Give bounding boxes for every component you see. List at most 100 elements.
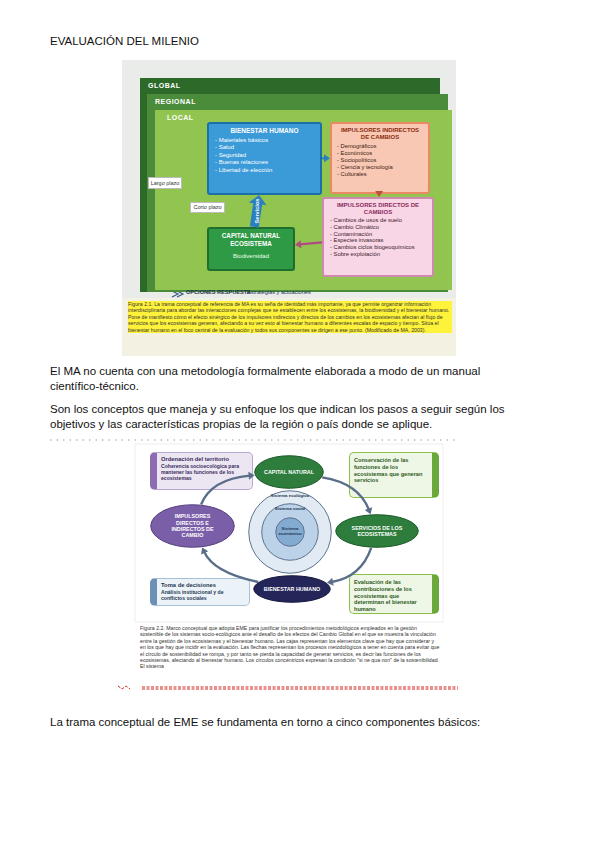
node-heading: IMPULSORES DIRECTOS DE CAMBIOS bbox=[330, 202, 426, 216]
system-circle: Sistema económico bbox=[275, 517, 305, 547]
process-box: Ordenación del territorioCoherencia soci… bbox=[150, 452, 253, 490]
figure-caption: Figura 2.2. Marco conceptual que adopta … bbox=[140, 625, 440, 670]
node-text: - Buenas relaciones bbox=[215, 159, 314, 166]
scale-band: GLOBAL REGIONAL LOCAL BIENESTAR HUMANO - Mat… bbox=[140, 78, 440, 292]
node-text: - Sociopolíticos bbox=[337, 157, 423, 164]
shape-fill bbox=[254, 576, 331, 603]
arrow-head bbox=[201, 547, 208, 554]
system-circle: Sistema ecológicoSistema socialSistema e… bbox=[248, 490, 332, 574]
shape-fill bbox=[151, 505, 235, 548]
figure-frame bbox=[135, 444, 443, 622]
concept-ellipse: SERVICIOS DE LOS ECOSISTEMAS bbox=[335, 514, 419, 548]
arrow-head bbox=[248, 472, 254, 480]
node-text: - Demográficos bbox=[337, 143, 423, 150]
connector-arrow bbox=[375, 191, 383, 197]
connector-arrow bbox=[249, 195, 267, 227]
concept-ellipse: BIENESTAR HUMANO bbox=[253, 575, 331, 603]
garbled-overlay bbox=[118, 686, 458, 689]
node-heading: Sistema económico bbox=[277, 526, 303, 536]
shape-fill bbox=[336, 515, 419, 548]
node-text: - Especies invasoras bbox=[330, 237, 426, 244]
node-heading: Largo plazo bbox=[149, 178, 181, 188]
node-text: - Contaminación bbox=[330, 231, 426, 238]
node-heading: REGIONAL bbox=[155, 97, 440, 106]
concept-box: BIENESTAR HUMANO - Materiales básicos- Sa… bbox=[207, 122, 322, 195]
node-heading: CAPITAL NATURAL bbox=[264, 469, 314, 475]
shape-fill bbox=[249, 491, 332, 574]
node-text: - Salud bbox=[215, 144, 314, 151]
node-heading: GLOBAL bbox=[148, 81, 432, 90]
scale-band: REGIONAL LOCAL BIENESTAR HUMANO - Materiale… bbox=[147, 94, 448, 292]
concept-box: IMPULSORES DIRECTOS DE CAMBIOS - Cambios … bbox=[322, 197, 434, 277]
node-heading: BIENESTAR HUMANO bbox=[215, 127, 314, 134]
node-text: - Cambio Climático bbox=[330, 224, 426, 231]
connector-line bbox=[254, 202, 258, 227]
body-paragraph: La trama conceptual de EME se fundamenta… bbox=[50, 715, 530, 730]
connector-line bbox=[201, 476, 250, 505]
arrow-head bbox=[249, 195, 267, 205]
node-text: Coherencia socioecológica para mantener … bbox=[161, 463, 248, 482]
concept-box: CAPITAL NATURAL ECOSISTEMA Biodiversidad bbox=[207, 227, 295, 271]
node-text: - Cambios ciclos biogeoquímicos bbox=[330, 244, 426, 251]
time-box: Corto plazo bbox=[190, 202, 225, 213]
node-heading: SERVICIOS DE LOS ECOSISTEMAS bbox=[347, 525, 407, 538]
node-text: Análisis institucional y de conflictos s… bbox=[161, 589, 245, 601]
connector-arrow bbox=[295, 240, 322, 248]
body-paragraph: El MA no cuenta con una metodología form… bbox=[50, 364, 512, 394]
connector-arrow bbox=[201, 472, 255, 505]
node-heading: BIENESTAR HUMANO bbox=[264, 586, 321, 592]
shape-fill bbox=[255, 456, 324, 489]
time-box: Largo plazo bbox=[148, 177, 182, 189]
shape-fill bbox=[262, 504, 319, 561]
arrow-head bbox=[375, 191, 383, 197]
process-box: Evaluación de las contribuciones de los … bbox=[349, 574, 439, 614]
dotted-rule bbox=[50, 440, 455, 441]
page-title: EVALUACIÓN DEL MILENIO bbox=[50, 35, 199, 47]
node-heading: IMPULSORES INDIRECTOS DE CAMBIOS bbox=[337, 127, 423, 141]
connector-arrow bbox=[322, 154, 330, 162]
node-heading: Conservación de las funciones de los eco… bbox=[354, 457, 428, 484]
node-heading: LOCAL bbox=[167, 113, 440, 122]
concept-ellipse: IMPULSORES DIRECTOS E INDIRECTOS DE CAMB… bbox=[150, 504, 235, 548]
connector-arrow bbox=[327, 548, 371, 586]
figure-caption: Figura 2.1. La trama conceptual de refer… bbox=[128, 301, 452, 333]
connector-line bbox=[332, 548, 371, 582]
arrow-head bbox=[324, 154, 330, 162]
node-text: - Libertad de elección bbox=[215, 167, 314, 174]
connector-arrow bbox=[322, 477, 372, 514]
node-text: - Culturales bbox=[337, 171, 423, 178]
arrow-head bbox=[365, 507, 372, 514]
node-text: - Sobre explotación bbox=[330, 251, 426, 258]
arrow-head bbox=[295, 240, 301, 248]
figure-background bbox=[122, 60, 456, 300]
system-circle: Sistema socialSistema económico bbox=[261, 503, 319, 561]
node-heading: Corto plazo bbox=[191, 203, 224, 212]
process-box: Toma de decisionesAnálisis institucional… bbox=[150, 578, 250, 606]
node-heading: IMPULSORES DIRECTOS E INDIRECTOS DE CAMB… bbox=[162, 513, 223, 539]
process-box: Conservación de las funciones de los eco… bbox=[349, 452, 439, 498]
shape-fill bbox=[276, 518, 305, 547]
node-text: - Seguridad bbox=[215, 152, 314, 159]
scale-band: LOCAL BIENESTAR HUMANO - Materiales básico… bbox=[155, 110, 452, 290]
node-heading: Ordenación del territorio bbox=[161, 456, 248, 463]
connector-line bbox=[204, 552, 258, 582]
concept-box: IMPULSORES INDIRECTOS DE CAMBIOS - Demogr… bbox=[330, 122, 430, 194]
node-heading: Evaluación de las contribuciones de los … bbox=[354, 579, 428, 613]
arrow-head bbox=[327, 578, 334, 586]
connector-line bbox=[322, 477, 369, 509]
connector-line bbox=[300, 242, 322, 244]
node-heading: CAPITAL NATURAL ECOSISTEMA bbox=[213, 232, 289, 247]
node-text: - Materiales básicos bbox=[215, 137, 314, 144]
node-heading: Sistema social bbox=[275, 506, 306, 511]
node-text: - Ciencia y tecnología bbox=[337, 164, 423, 171]
node-heading: Sistema ecológico bbox=[271, 493, 310, 498]
body-paragraph: Son los conceptos que maneja y su enfoqu… bbox=[50, 402, 512, 432]
node-text: Biodiversidad bbox=[213, 253, 289, 259]
connector-line bbox=[378, 192, 380, 194]
node-heading: Toma de decisiones bbox=[161, 582, 245, 589]
concept-ellipse: CAPITAL NATURAL bbox=[254, 455, 324, 489]
caption-background bbox=[122, 298, 456, 356]
node-text: - Económicos bbox=[337, 150, 423, 157]
